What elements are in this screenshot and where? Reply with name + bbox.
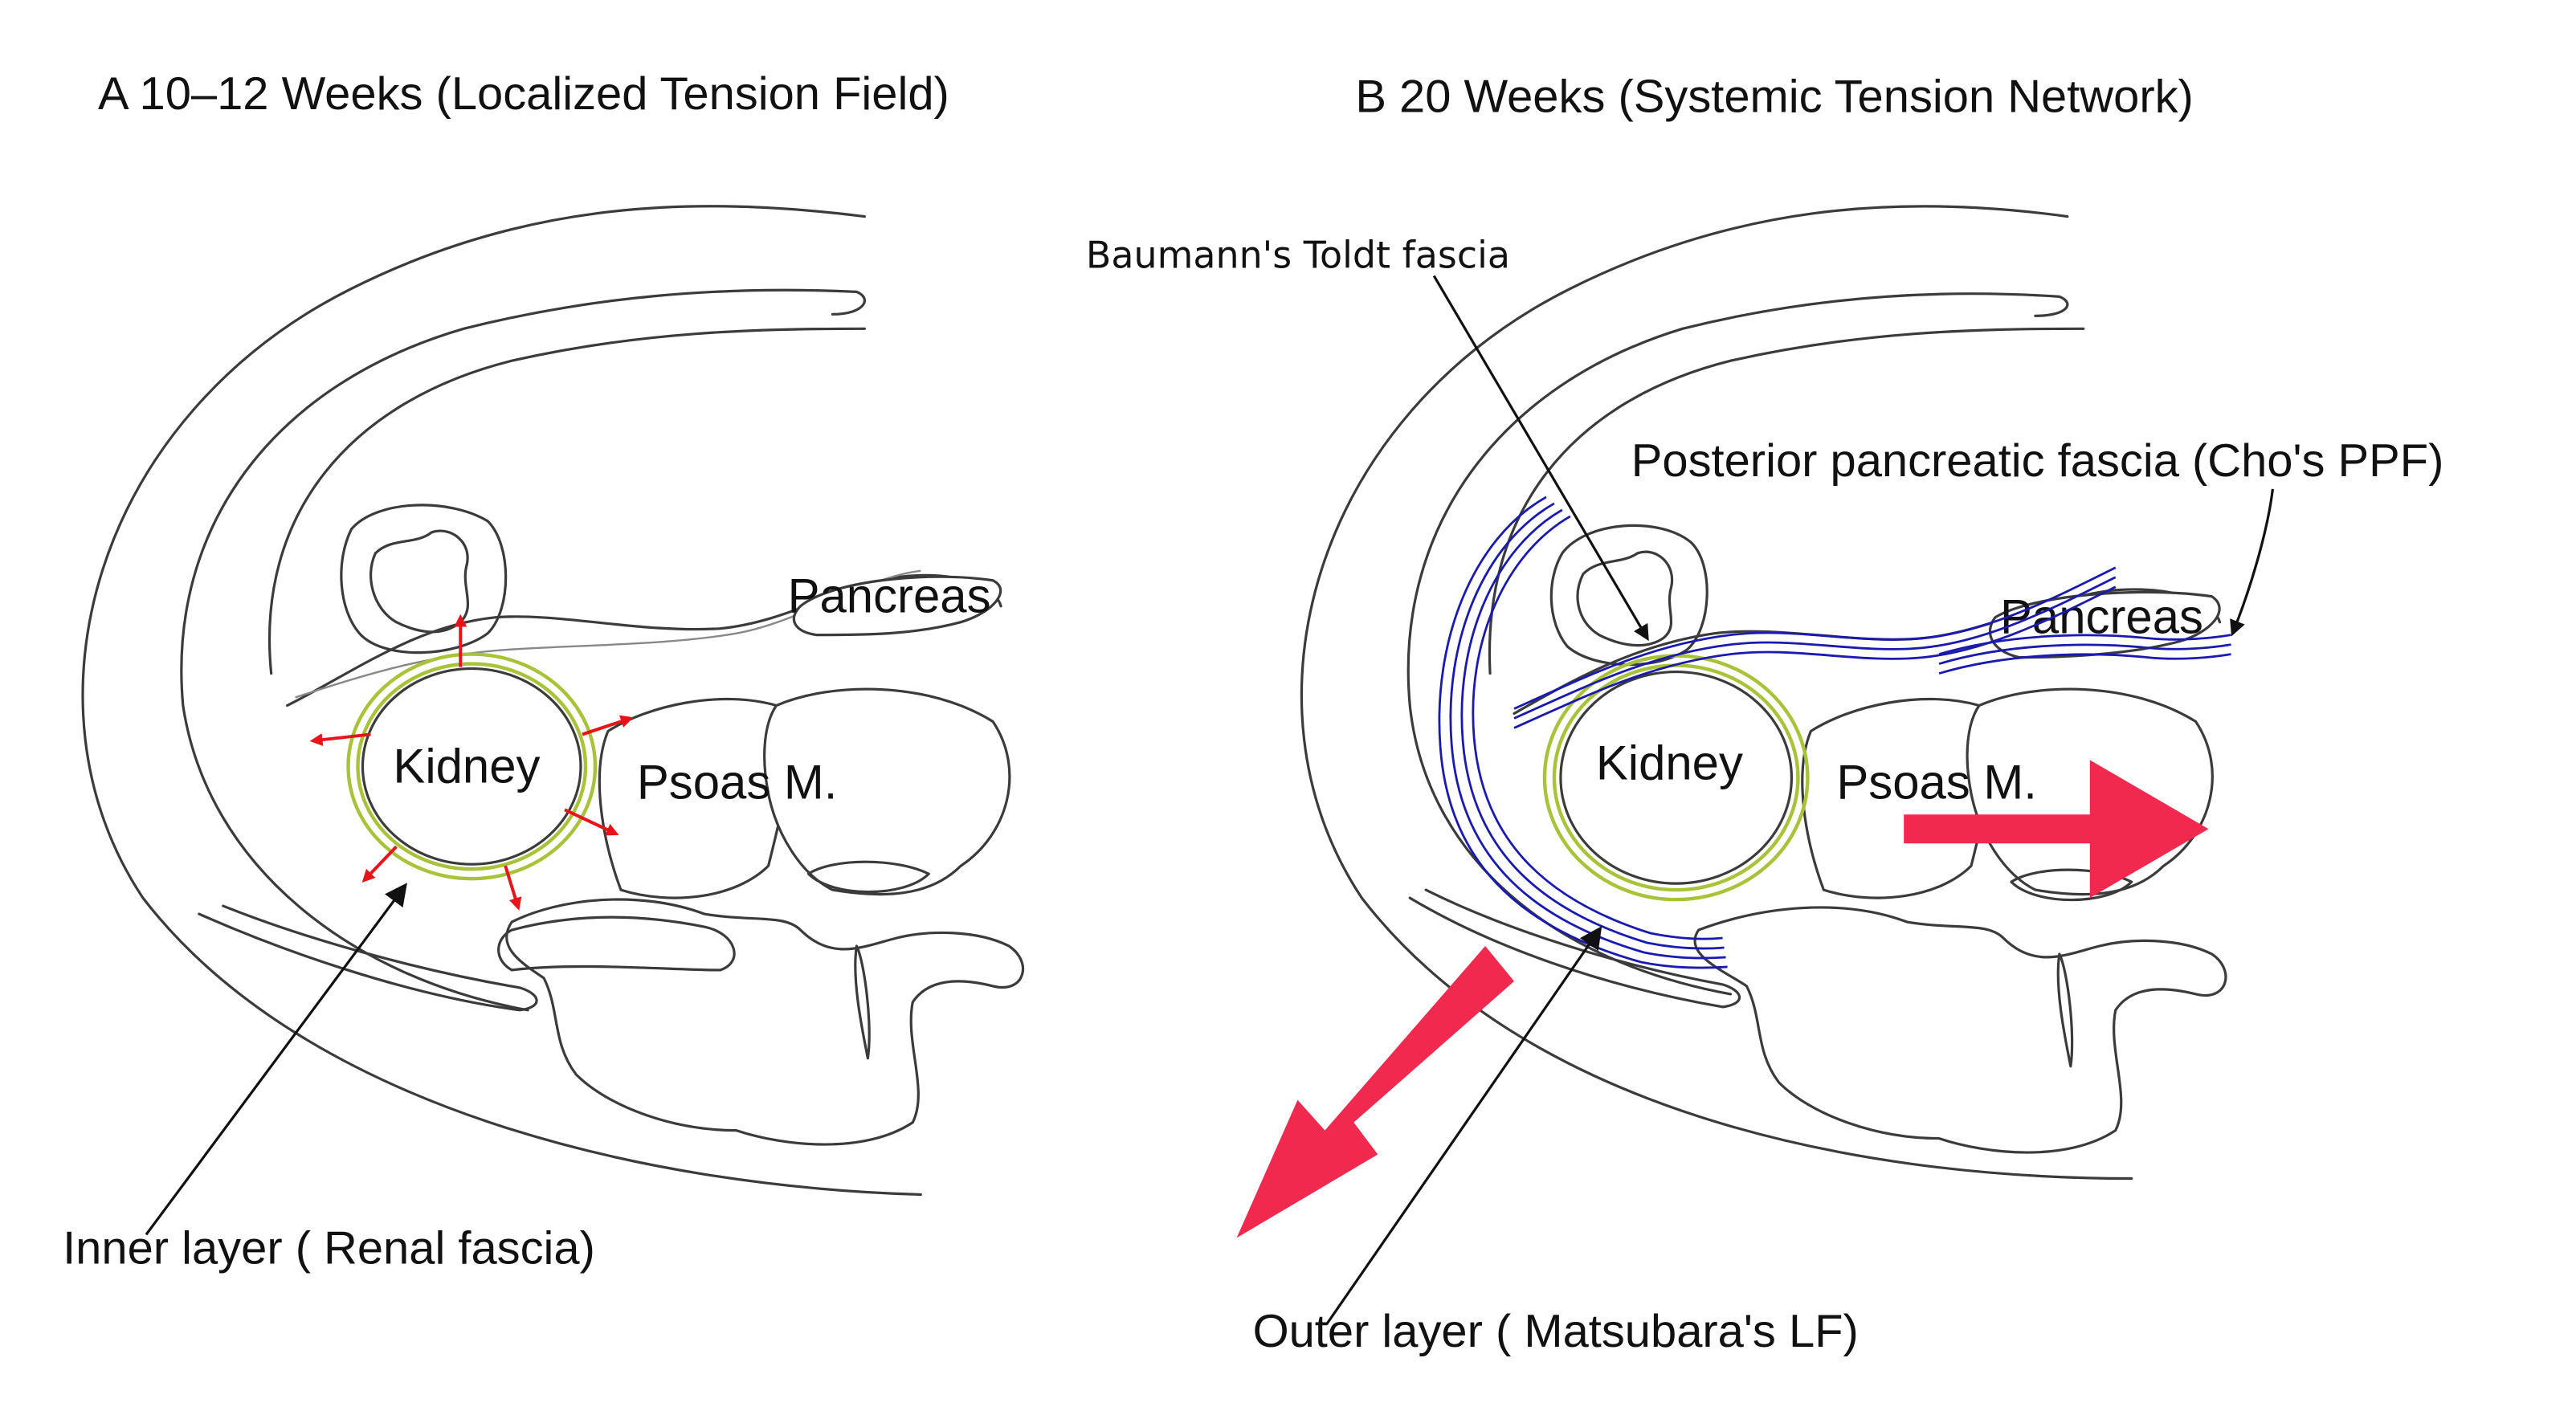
tension-arrow-down	[504, 865, 522, 911]
panel-b-title: B 20 Weeks (Systemic Tension Network)	[1355, 71, 2193, 123]
psoas-label-a: Psoas M.	[637, 755, 838, 809]
toldt-label: Baumann's Toldt fascia	[1086, 233, 1510, 276]
pancreas-label-a: Pancreas	[788, 569, 991, 623]
body-wall-outer	[81, 205, 922, 1197]
toldt-pointer	[1432, 275, 1649, 642]
renal-fascia-outer-a	[346, 652, 598, 881]
outer-layer-label: Outer layer ( Matsubara's LF)	[1253, 1306, 1859, 1357]
body-wall-inner	[180, 288, 866, 1012]
tension-arrow-right-upper	[582, 715, 634, 736]
panel-b: B 20 Weeks (Systemic Tension Network) Pa…	[1086, 71, 2443, 1357]
body-wall-outer-b	[1300, 205, 2133, 1181]
kidney-label-b: Kidney	[1596, 736, 1743, 789]
colon-lumen-a	[369, 529, 469, 634]
tension-arrows-a	[309, 614, 634, 911]
vertebra-body-a	[763, 687, 1011, 896]
kidney-b	[1559, 670, 1794, 885]
inner-layer-pointer	[145, 883, 407, 1236]
colon-lumen-b	[1576, 550, 1674, 647]
panel-a-title: A 10–12 Weeks (Localized Tension Field)	[98, 68, 949, 120]
psoas-lower2-a	[198, 904, 538, 1012]
big-arrow-right	[1904, 760, 2209, 899]
psoas-lower-a	[497, 916, 736, 972]
kidney-a	[361, 667, 582, 866]
tension-arrow-left	[309, 732, 371, 747]
peritoneal-line-a	[267, 327, 866, 675]
spinous-b	[2056, 952, 2074, 1068]
pancreas-a	[792, 575, 1002, 637]
toldt-fascia-upper-b	[1513, 566, 2117, 729]
vertebra-arch-b	[1693, 906, 2227, 1154]
spinal-canal-b	[2010, 868, 2133, 902]
psoas-a	[598, 697, 790, 899]
toldt-fascia-b	[1438, 495, 1728, 969]
ppf-pointer	[2230, 488, 2274, 637]
kidney-label-a: Kidney	[393, 739, 540, 793]
outer-layer-pointer	[1325, 926, 1602, 1326]
ppf-fascia-b	[1938, 634, 2231, 675]
psoas-b	[1801, 697, 1993, 899]
panel-a: A 10–12 Weeks (Localized Tension Field) …	[63, 68, 1024, 1274]
ppf-label: Posterior pancreatic fascia (Cho's PPF)	[1631, 435, 2444, 487]
tension-arrow-lower-left	[361, 845, 398, 883]
psoas-lower2-b	[1408, 888, 1741, 1009]
spinal-canal-a	[806, 860, 930, 894]
big-arrow-down-left	[1236, 945, 1515, 1238]
vertebra-arch-a	[505, 898, 1024, 1146]
colon-b	[1549, 524, 1708, 667]
renal-fascia-inner-a	[356, 662, 588, 871]
tension-arrow-right-lower	[564, 808, 619, 836]
retroperitoneal-line-a	[286, 573, 1002, 708]
spinous-a	[854, 944, 871, 1060]
inner-layer-label: Inner layer ( Renal fascia)	[63, 1222, 595, 1274]
psoas-label-b: Psoas M.	[1836, 755, 2037, 809]
